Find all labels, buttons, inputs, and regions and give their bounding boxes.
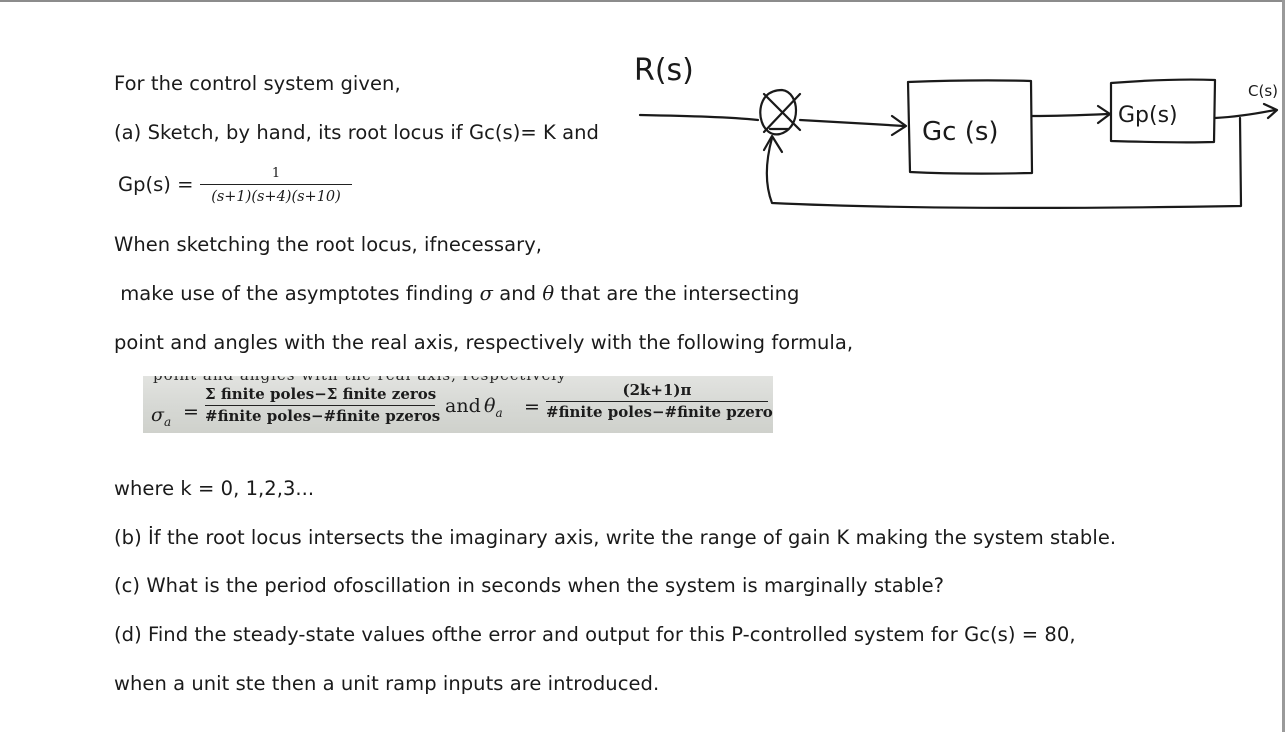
formula-sigma: σa bbox=[151, 404, 171, 429]
gp-block bbox=[1109, 78, 1217, 144]
formula-sigma-symbol: σ bbox=[151, 404, 164, 426]
asymptote-text-end: that are the intersecting bbox=[554, 282, 800, 305]
gc-block-label: Gc (s) bbox=[922, 117, 999, 147]
part-b-text: (b) İf the root locus intersects the ima… bbox=[114, 526, 1117, 549]
part-c-text: (c) What is the period ofoscillation in … bbox=[114, 574, 945, 597]
gp-block-label: Gp(s) bbox=[1118, 103, 1178, 128]
formula-equals-2: = bbox=[524, 396, 540, 418]
summing-cross bbox=[762, 92, 802, 134]
output-signal-line bbox=[1213, 108, 1277, 120]
block-diagram: R(s) Gc (s) Gp(s) C(s) bbox=[634, 53, 1279, 209]
asymptote-and: and bbox=[493, 282, 543, 305]
theta-denominator: #finite poles−#finite pzeros, bbox=[546, 403, 773, 422]
summing-junction-icon bbox=[759, 88, 797, 136]
gc-block bbox=[906, 79, 1034, 175]
part-d-text: (d) Find the steady-state values ofthe e… bbox=[114, 623, 1076, 646]
arrow-head-1 bbox=[890, 114, 908, 137]
forward-line-2 bbox=[1030, 112, 1110, 118]
window-right-border bbox=[1282, 0, 1285, 732]
part-a-text: (a) Sketch, by hand, its root locus if G… bbox=[114, 121, 599, 144]
asymptote-text-start: make use of the asymptotes finding bbox=[114, 282, 480, 305]
theta-symbol: θ bbox=[542, 282, 555, 305]
theta-numerator: (2k+1)π bbox=[622, 381, 692, 399]
theta-fraction-bar bbox=[546, 401, 768, 402]
part-d-continued-text: when a unit ste then a unit ramp inputs … bbox=[114, 672, 660, 695]
formula-equals-1: = bbox=[183, 401, 199, 423]
output-label: C(s) bbox=[1248, 82, 1278, 100]
formula-cutoff-text: point and angles with the real axis, res… bbox=[153, 376, 567, 384]
feedback-arrow-head bbox=[762, 134, 784, 154]
formula-theta: θa bbox=[484, 395, 503, 420]
intro-text: For the control system given, bbox=[114, 72, 401, 95]
sigma-denominator: #finite poles−#finite pzeros bbox=[205, 407, 441, 425]
formula-intro-text: point and angles with the real axis, res… bbox=[114, 331, 854, 354]
sigma-fraction-bar bbox=[205, 405, 435, 406]
feedback-path bbox=[765, 116, 1243, 209]
asymptote-formula-image: point and angles with the real axis, res… bbox=[143, 376, 773, 433]
forward-line-1 bbox=[798, 118, 906, 128]
window-top-border bbox=[0, 0, 1285, 2]
gp-equals: = bbox=[177, 173, 194, 196]
gp-expression: Gp(s) = bbox=[118, 173, 193, 197]
formula-theta-sub: a bbox=[495, 405, 503, 420]
gp-numerator: 1 bbox=[271, 166, 281, 181]
where-k-text: where k = 0, 1,2,3... bbox=[114, 477, 315, 500]
theta-denominator-text: #finite poles−#finite pzeros bbox=[546, 403, 773, 421]
fraction-bar bbox=[200, 184, 352, 185]
sigma-numerator: Σ finite poles−Σ finite zeros bbox=[205, 385, 437, 403]
arrow-head-3 bbox=[1262, 102, 1279, 120]
input-label: R(s) bbox=[634, 53, 694, 88]
sigma-symbol: σ bbox=[479, 282, 493, 305]
formula-sigma-sub: a bbox=[163, 414, 172, 429]
gp-fraction: 1 (s+1)(s+4)(s+10) bbox=[200, 165, 352, 206]
formula-theta-symbol: θ bbox=[484, 395, 496, 417]
gp-denominator: (s+1)(s+4)(s+10) bbox=[211, 189, 341, 205]
sketch-note-text: When sketching the root locus, ifnecessa… bbox=[114, 233, 543, 256]
sigma-fraction: Σ finite poles−Σ finite zeros #finite po… bbox=[205, 385, 441, 426]
gp-label: Gp(s) bbox=[118, 173, 171, 196]
input-signal-line bbox=[638, 113, 760, 122]
asymptote-text: make use of the asymptotes finding σ and… bbox=[114, 282, 800, 306]
formula-and: and bbox=[445, 395, 481, 417]
theta-fraction: (2k+1)π #finite poles−#finite pzeros, bbox=[546, 381, 773, 422]
